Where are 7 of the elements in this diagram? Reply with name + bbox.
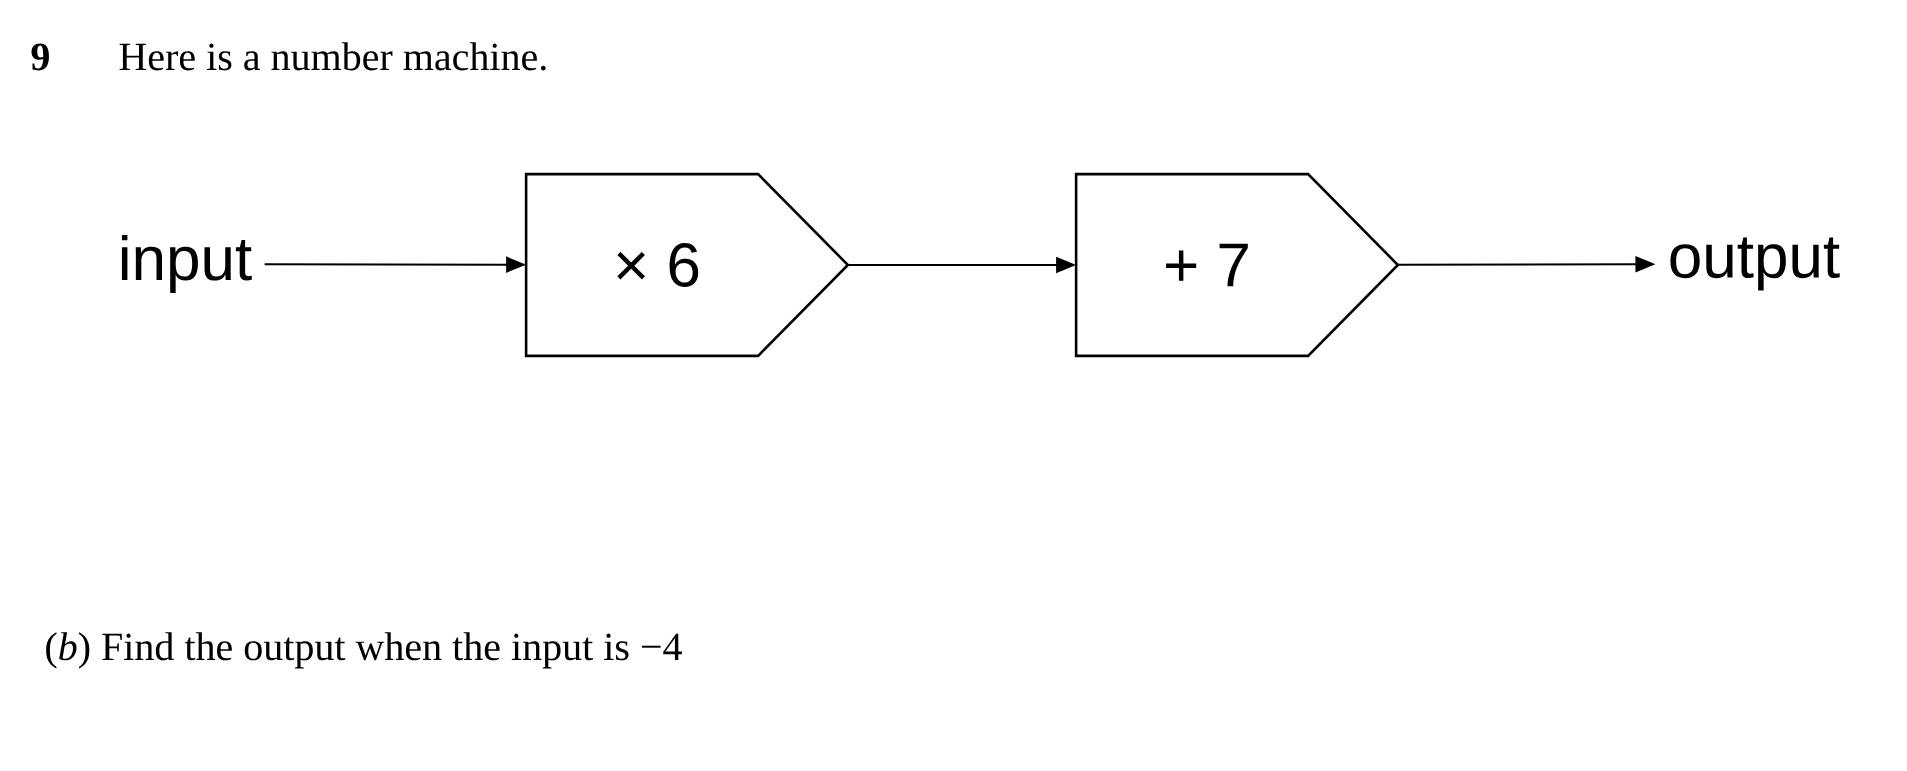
operation-box: × 6: [524, 172, 850, 358]
question-text: (b) Find the output when the input is −4: [46, 632, 682, 669]
flow-text: input: [121, 235, 252, 293]
question-number: 9: [31, 43, 49, 71]
operation-box: + 7: [1074, 172, 1400, 358]
flow-text: output: [1670, 237, 1840, 291]
question-text: Here is a number machine.: [119, 42, 546, 71]
